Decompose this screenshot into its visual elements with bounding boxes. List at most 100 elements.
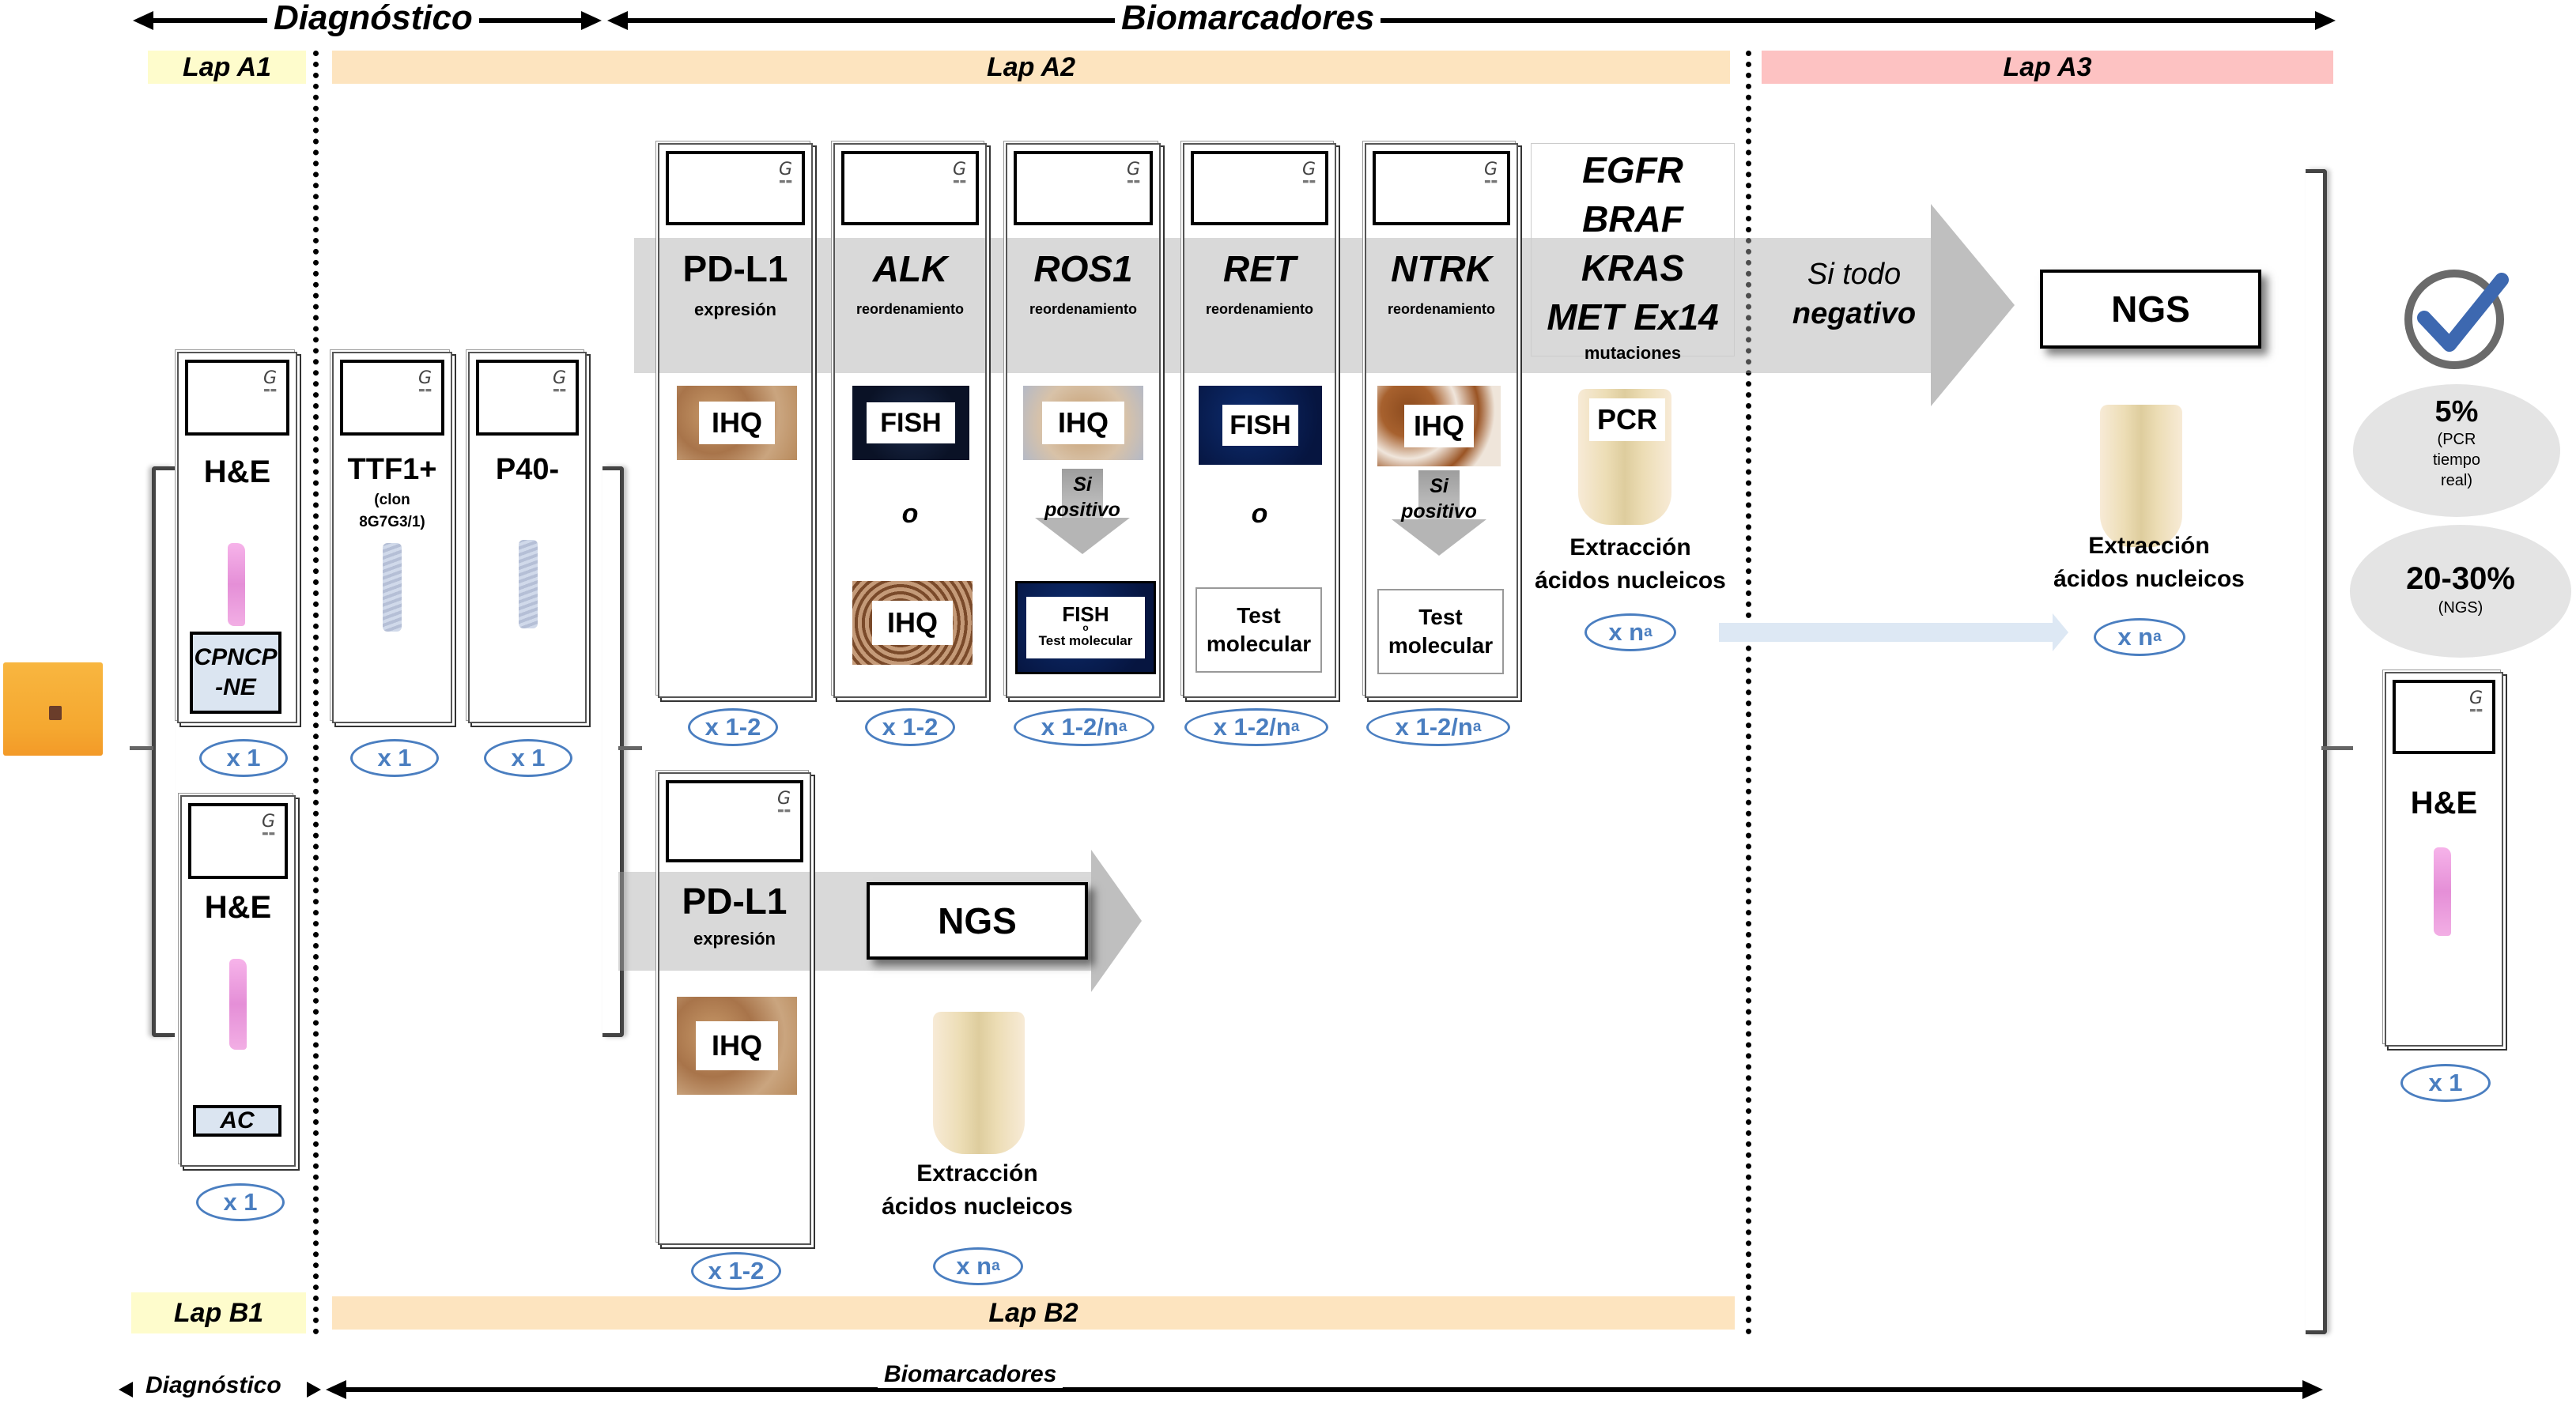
slide-label-area: G▬▬ xyxy=(2393,680,2495,754)
arrow-text-line-2: positivo xyxy=(1401,500,1477,522)
count-text: x 1-2/n xyxy=(1395,713,1473,741)
count-badge: x 1 xyxy=(2400,1064,2491,1102)
method-label: IHQ xyxy=(696,1021,778,1070)
bracket-biomarker-split xyxy=(602,466,624,1037)
ihc-image: IHQ xyxy=(677,386,797,460)
count-text: x n xyxy=(2117,623,2154,651)
tissue-sample xyxy=(49,706,62,720)
result-line-2: -NE xyxy=(215,674,256,700)
slide-alk: G▬▬ ALK reordenamiento FISH o IHQ xyxy=(833,143,987,698)
ihc-tissue-image xyxy=(383,543,402,632)
gene-kras: KRAS xyxy=(1581,247,1685,289)
arrow-right-icon xyxy=(2302,1380,2323,1399)
nucleic-acid-tube-icon xyxy=(2100,405,2182,547)
pcr-percentage: 5% xyxy=(2434,395,2479,428)
method-label: FISH o Test molecular xyxy=(1026,597,1145,658)
extraction-line-2: ácidos nucleicos xyxy=(882,1194,1073,1220)
he-tissue-image xyxy=(228,543,245,626)
arrow-text-line-1: Si xyxy=(1073,473,1092,496)
lab-logo-icon: G▬▬ xyxy=(2468,688,2483,715)
slide-label-area: G▬▬ xyxy=(1191,151,1328,225)
count-superscript: a xyxy=(991,1258,1000,1274)
lab-logo-icon: G▬▬ xyxy=(1301,160,1316,187)
count-text: x n xyxy=(1608,618,1645,646)
mutation-type: mutaciones xyxy=(1584,343,1682,363)
count-superscript: a xyxy=(1118,719,1127,735)
range-label-diagnostico: Diagnóstico xyxy=(267,0,479,38)
method-line-2: Test molecular xyxy=(1038,633,1133,648)
count-badge: x 1-2 xyxy=(691,1252,781,1290)
arrow-down-icon xyxy=(1035,518,1130,554)
lap-b1-bar: Lap B1 xyxy=(131,1292,306,1333)
arrow-left-icon xyxy=(119,1382,133,1398)
arrow-text-line-2: positivo xyxy=(1044,499,1120,521)
flow-arrow-head-icon xyxy=(1091,850,1142,992)
arrow-right-icon xyxy=(581,11,602,30)
ngs-label: (NGS) xyxy=(2438,599,2483,617)
lab-logo-icon: G▬▬ xyxy=(417,368,432,395)
if-positive-arrow: Si positivo xyxy=(1035,469,1130,556)
slide-label-area: G▬▬ xyxy=(1014,151,1153,225)
extraction-line-1: Extracción xyxy=(916,1160,1038,1186)
method-line-1: FISH xyxy=(1062,602,1109,626)
gene-name: ALK xyxy=(872,248,948,289)
slide-title: H&E xyxy=(203,455,271,489)
result-line-1: CPNCP xyxy=(194,644,278,670)
ngs-box: NGS xyxy=(867,882,1088,960)
count-superscript: a xyxy=(2153,628,2162,645)
method-label: IHQ xyxy=(872,601,953,645)
lab-logo-icon: G▬▬ xyxy=(552,368,566,395)
gene-egfr: EGFR xyxy=(1582,149,1683,190)
lab-logo-icon: G▬▬ xyxy=(776,789,791,816)
gene-name: NTRK xyxy=(1391,248,1492,289)
diagnosis-result-box: CPNCP -NE xyxy=(190,632,281,714)
slide-he-bottom: G▬▬ H&E AC xyxy=(180,795,296,1167)
divider-lap-a2-a3 xyxy=(1746,51,1751,1335)
clone-line-1: (clon xyxy=(374,492,410,508)
biomarker-type: expresión xyxy=(693,929,776,949)
arrow-right-icon xyxy=(307,1382,321,1398)
lab-logo-icon: G▬▬ xyxy=(261,812,275,839)
lab-logo-icon: G▬▬ xyxy=(1126,160,1140,187)
count-badge: x 1 xyxy=(199,739,288,777)
ihc-image: IHQ xyxy=(677,997,797,1095)
test-line-1: Test xyxy=(1237,603,1281,628)
ngs-box: NGS xyxy=(2040,270,2261,349)
lap-a1-bar: Lap A1 xyxy=(148,51,306,84)
lap-a3-bar: Lap A3 xyxy=(1762,51,2333,84)
bracket-tick xyxy=(2321,746,2353,750)
ihc-image: IHQ xyxy=(852,581,973,665)
arrow-shaft xyxy=(1418,470,1460,521)
extraction-label: Extracción ácidos nucleicos xyxy=(870,1157,1085,1224)
slide-pd-l1: G▬▬ PD-L1 expresión IHQ xyxy=(658,143,813,698)
slide-pd-l1-b: G▬▬ PD-L1 expresión IHQ xyxy=(658,772,811,1245)
gene-name: RET xyxy=(1223,248,1296,289)
range-line xyxy=(343,1387,2304,1392)
ihc-tissue-image xyxy=(519,540,538,628)
arrow-text: Si positivo xyxy=(1035,472,1130,522)
slide-label-area: G▬▬ xyxy=(476,360,579,436)
gene-name: ROS1 xyxy=(1033,248,1133,289)
method-label: FISH xyxy=(867,402,955,443)
count-superscript: a xyxy=(1644,624,1652,640)
test-line-2: molecular xyxy=(1206,632,1312,656)
test-line-2: molecular xyxy=(1388,633,1494,658)
slide-label-area: G▬▬ xyxy=(666,780,803,862)
slide-label-area: G▬▬ xyxy=(666,151,805,225)
gene-name: PD-L1 xyxy=(682,248,788,289)
count-text: x 1-2/n xyxy=(1041,713,1119,741)
count-superscript: a xyxy=(1290,719,1300,735)
slide-label-area: G▬▬ xyxy=(340,360,444,436)
method-label: IHQ xyxy=(699,402,775,444)
biomarker-type: reordenamiento xyxy=(1029,301,1138,317)
clone-line-2: 8G7G3/1) xyxy=(359,514,425,530)
lab-logo-icon: G▬▬ xyxy=(952,160,966,187)
biomarker-type: expresión xyxy=(694,300,776,319)
slide-label-area: G▬▬ xyxy=(1373,151,1510,225)
lab-logo-icon: G▬▬ xyxy=(1483,160,1498,187)
slide-p40: G▬▬ P40- xyxy=(468,352,587,723)
arrow-left-icon xyxy=(326,1380,346,1399)
